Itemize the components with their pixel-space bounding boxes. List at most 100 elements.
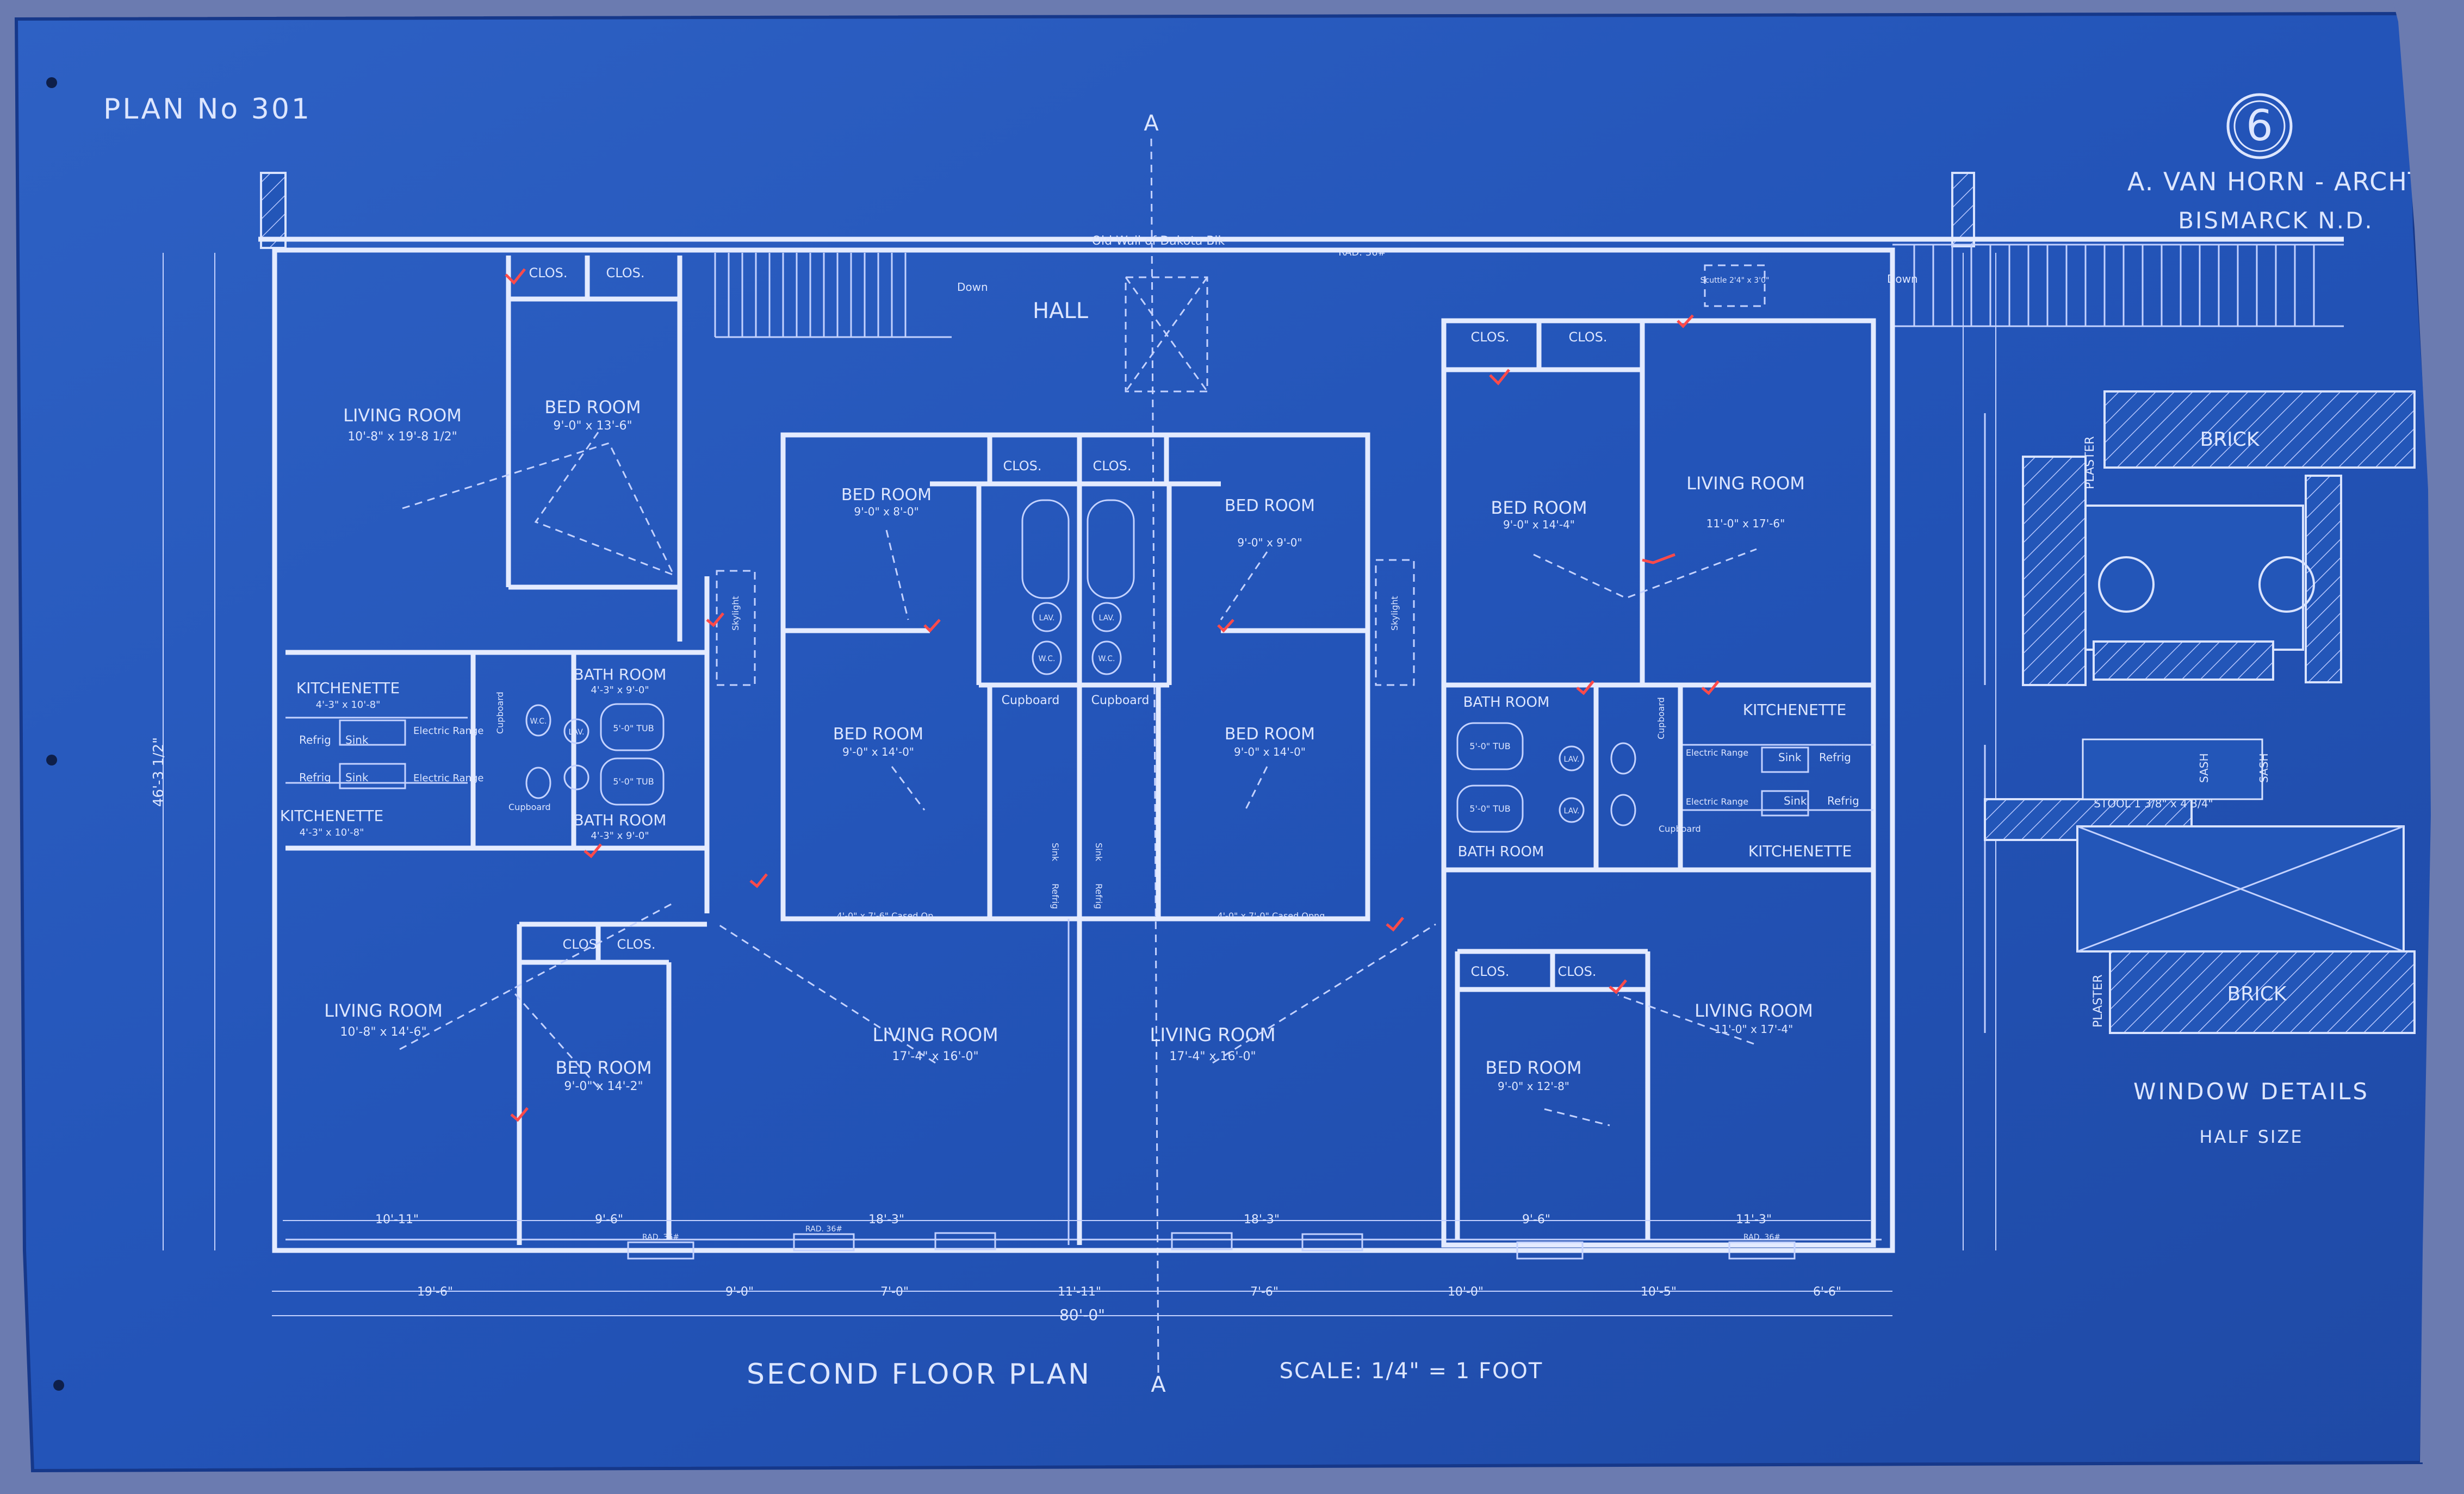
room-size: 9'-0" x 14'-0": [1234, 745, 1306, 758]
punch-hole: [53, 1380, 64, 1391]
room-size: 11'-0" x 17'-4": [1715, 1023, 1793, 1036]
svg-text:LAV.: LAV.: [568, 728, 584, 737]
svg-text:LAV.: LAV.: [1098, 614, 1114, 622]
old-wall-note: Old Wall of Dakota Blk: [1092, 234, 1225, 248]
room-size: 11'-0" x 17'-6": [1706, 517, 1785, 530]
room-size: 17'-4" x 16'-0": [892, 1050, 978, 1063]
svg-text:CLOS.: CLOS.: [562, 937, 601, 952]
wc-west-lower: [525, 767, 551, 799]
svg-text:RAD. 36#: RAD. 36#: [642, 1233, 679, 1242]
svg-text:7'-6": 7'-6": [1250, 1285, 1278, 1299]
radiators: [627, 1232, 1796, 1260]
section-marker-bottom: A: [1151, 1372, 1166, 1397]
hall-skylight: [1125, 276, 1208, 393]
svg-text:CLOS.: CLOS.: [1557, 964, 1596, 979]
room-size: 4'-3" x 9'-0": [591, 684, 649, 696]
svg-text:LAV.: LAV.: [1039, 614, 1054, 622]
room-name: BED ROOM: [555, 1057, 651, 1078]
svg-text:10'-0": 10'-0": [1448, 1285, 1484, 1299]
svg-text:Sink: Sink: [1784, 794, 1807, 807]
svg-text:CLOS.: CLOS.: [1470, 964, 1509, 979]
svg-text:Cupboard: Cupboard: [1656, 697, 1666, 739]
room-name: LIVING ROOM: [1695, 1000, 1813, 1021]
room-size: 9'-0" x 8'-0": [854, 505, 918, 518]
lav-west-upper: [563, 718, 589, 744]
svg-text:6'-6": 6'-6": [1813, 1285, 1841, 1299]
svg-text:W.C.: W.C.: [1098, 655, 1115, 663]
skylight-central: [1375, 559, 1415, 686]
drawing-scale: SCALE: 1/4" = 1 FOOT: [1280, 1359, 1543, 1384]
svg-text:9'-0": 9'-0": [725, 1285, 754, 1299]
svg-text:CLOS.: CLOS.: [1093, 458, 1131, 474]
tub-east-upper: [1456, 722, 1524, 770]
svg-text:Refrig: Refrig: [1094, 883, 1104, 909]
svg-text:11'-11": 11'-11": [1058, 1285, 1101, 1299]
svg-text:19'-6": 19'-6": [417, 1285, 453, 1299]
svg-text:CLOS.: CLOS.: [1470, 329, 1509, 345]
window-details-title: WINDOW DETAILS: [2133, 1078, 2369, 1105]
stair-right: [1892, 244, 2344, 327]
svg-text:LAV.: LAV.: [1563, 755, 1579, 764]
svg-text:18'-3": 18'-3": [868, 1213, 904, 1227]
room-size: 4'-3" x 10'-8": [300, 827, 364, 838]
tub-central-left: [1021, 499, 1070, 599]
skylight-west: [716, 570, 756, 686]
window-plaster-bottom: PLASTER: [2091, 974, 2105, 1028]
scuttle: [1704, 264, 1766, 307]
sheet-number-circle-inner: [2233, 100, 2286, 152]
plan-number: PLAN No 301: [103, 93, 312, 126]
svg-text:5'-0" TUB: 5'-0" TUB: [613, 776, 654, 787]
window-brick-top: BRICK: [2200, 428, 2260, 451]
sheet-number-circle: [2226, 93, 2293, 159]
room-name: BATH ROOM: [1458, 844, 1544, 860]
svg-text:CLOS.: CLOS.: [1568, 329, 1607, 345]
svg-text:4'-0" x 7'-0" Cased Opng.: 4'-0" x 7'-0" Cased Opng.: [1217, 911, 1327, 921]
tub-central-right: [1087, 499, 1135, 599]
room-name: CLOS.: [529, 265, 567, 281]
wc-west-upper: [525, 704, 551, 737]
room-name: KITCHENETTE: [296, 679, 400, 697]
hall-label: HALL: [1033, 298, 1089, 323]
svg-text:LAV.: LAV.: [1563, 807, 1579, 816]
wc-central-left: [1032, 640, 1062, 675]
wc-east-upper: [1610, 742, 1636, 775]
room-name: BATH ROOM: [574, 665, 667, 683]
room-size: 9'-0" x 14'-4": [1503, 518, 1575, 531]
svg-text:Sink: Sink: [345, 771, 369, 784]
svg-text:W.C.: W.C.: [1039, 655, 1056, 663]
wiring: [399, 432, 1757, 1126]
room-name: BED ROOM: [1225, 496, 1315, 515]
lav-central-right: [1091, 602, 1122, 632]
room-name: LIVING ROOM: [1150, 1024, 1275, 1046]
svg-text:Electric Range: Electric Range: [413, 725, 483, 737]
svg-text:CLOS.: CLOS.: [617, 937, 655, 952]
red-check-marks: [505, 268, 1720, 1122]
room-name: KITCHENETTE: [280, 807, 383, 825]
svg-text:Skylight: Skylight: [1389, 596, 1400, 631]
svg-text:5'-0" TUB: 5'-0" TUB: [1469, 741, 1510, 751]
svg-text:RAD. 36#: RAD. 36#: [805, 1225, 842, 1234]
tub-west-upper: [600, 703, 665, 751]
window-details: [1984, 390, 2416, 1034]
east-unit: [1441, 318, 1876, 1248]
room-name: BED ROOM: [841, 485, 932, 505]
dimension-lines: [163, 253, 1996, 1316]
svg-text:W.C.: W.C.: [530, 717, 547, 726]
room-name: CLOS.: [606, 265, 644, 281]
wc-central-right: [1091, 640, 1122, 675]
window-details-subtitle: HALF SIZE: [2199, 1126, 2303, 1147]
room-size: 9'-0" x 14'-2": [564, 1080, 643, 1093]
tub-east-lower: [1456, 785, 1524, 833]
room-name: BED ROOM: [1225, 725, 1315, 744]
svg-text:Electric Range: Electric Range: [1686, 748, 1748, 758]
svg-text:Cupboard: Cupboard: [508, 802, 551, 812]
lav-east-lower: [1559, 797, 1585, 823]
bottom-dimensions: 19'-6" 9'-0" 7'-0" 11'-11" 7'-6" 10'-0" …: [417, 1285, 1841, 1299]
room-size: 4'-3" x 9'-0": [591, 830, 649, 842]
wall-pier-right: [1951, 172, 1975, 247]
svg-text:Refrig: Refrig: [299, 733, 331, 746]
stair-down-left: Down: [957, 281, 988, 294]
room-name: BED ROOM: [1491, 497, 1587, 518]
section-line: [1150, 138, 1159, 1373]
